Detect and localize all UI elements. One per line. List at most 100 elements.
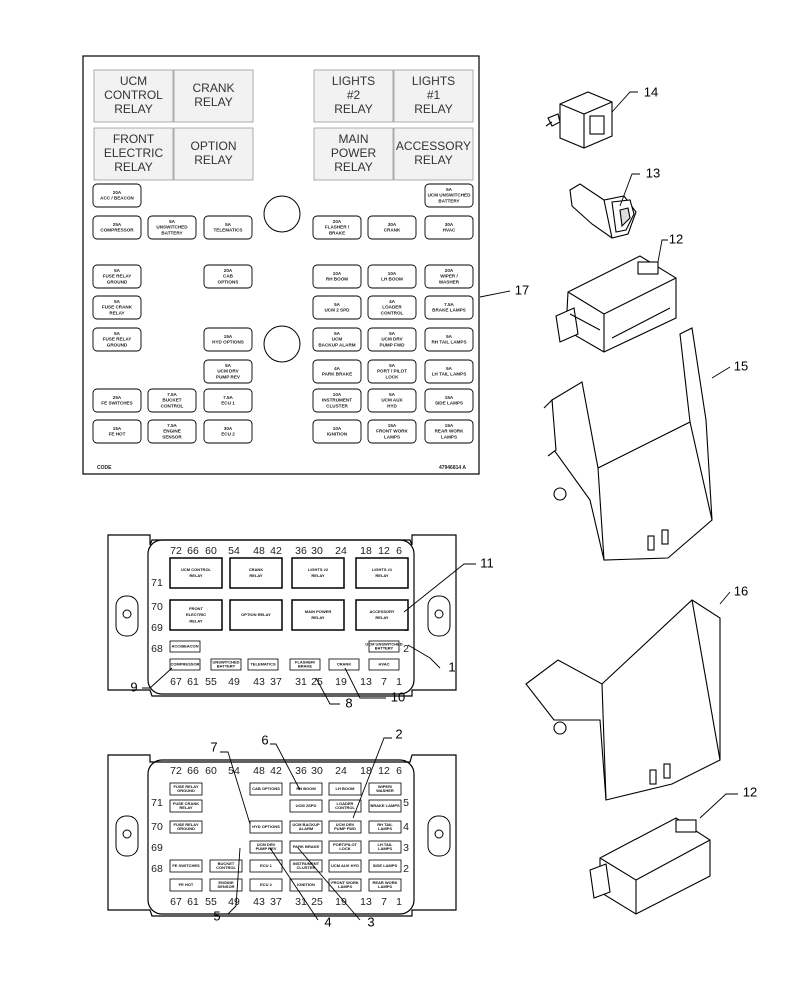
callout-number: 4 bbox=[324, 914, 331, 929]
pin-number-bottom: 67 bbox=[170, 896, 182, 908]
pin-number-top: 18 bbox=[360, 765, 372, 777]
panel-fuse-slot bbox=[203, 359, 253, 384]
panel-fuse-label: 7.5A bbox=[223, 395, 233, 400]
panel-fuse-slot bbox=[424, 183, 474, 208]
fuse-slot-label: LH BOOM bbox=[336, 786, 356, 791]
panel-fuse-label: CRANK bbox=[384, 228, 401, 233]
panel-fuse-label: 15A bbox=[445, 423, 454, 428]
panel-fuse-label: PORT / PILOT bbox=[377, 369, 407, 374]
relay-slot bbox=[291, 557, 345, 589]
panel-relay-label: LIGHTS bbox=[332, 74, 375, 88]
relay-slot bbox=[169, 557, 223, 589]
fuse-slot bbox=[249, 820, 283, 834]
panel-fuse-label: ACC / BEACON bbox=[100, 196, 134, 201]
pin-number-bottom: 1 bbox=[396, 896, 402, 908]
panel-fuse-label: BUCKET bbox=[162, 398, 181, 403]
panel-fuse-slot bbox=[424, 295, 474, 320]
panel-fuse-slot bbox=[367, 295, 417, 320]
pin-number-top: 18 bbox=[360, 545, 372, 557]
pin-number-bottom: 37 bbox=[270, 896, 282, 908]
panel-relay-box bbox=[93, 69, 174, 123]
fuse-slot bbox=[210, 658, 242, 671]
panel-fuse-label: CAB bbox=[223, 274, 234, 279]
panel-fuse-label: CONTROL bbox=[161, 403, 184, 408]
fuse-slot-label: GROUND bbox=[177, 826, 195, 831]
fuse-slot bbox=[368, 859, 402, 873]
relay-slot bbox=[229, 557, 283, 589]
fuse-slot bbox=[368, 820, 402, 834]
callout-leader-line bbox=[699, 793, 738, 819]
panel-fuse-label: 15A bbox=[388, 423, 397, 428]
relay-slot-label: CRANK bbox=[249, 567, 264, 572]
panel-fuse-label: 5A bbox=[225, 363, 232, 368]
pin-number-bottom: 37 bbox=[270, 676, 282, 688]
relay-slot-label: ELECTRIC bbox=[186, 612, 206, 617]
fuse-slot-label: LAMPS bbox=[378, 826, 392, 831]
pin-number-left: 71 bbox=[151, 577, 163, 589]
panel-fuse-slot bbox=[312, 419, 362, 444]
panel-fuse-slot bbox=[92, 264, 142, 289]
relay-slot-label: UCM CONTROL bbox=[181, 567, 212, 572]
panel-fuse-slot bbox=[424, 327, 474, 352]
fuse-slot-label: SENSOR bbox=[218, 884, 235, 889]
fuse-slot-label: FRONT WORK bbox=[331, 880, 359, 885]
panel-fuse-slot bbox=[203, 215, 253, 240]
pin-number-top: 72 bbox=[170, 545, 182, 557]
callout-number: 3 bbox=[367, 914, 374, 929]
panel-fuse-label: RH BOOM bbox=[326, 277, 348, 282]
pin-number-left: 68 bbox=[151, 643, 163, 655]
panel-fuse-label: UCM AUX bbox=[381, 398, 403, 403]
fuse-slot-label: GROUND bbox=[177, 788, 195, 793]
fuse-slot bbox=[368, 840, 402, 854]
panel-fuse-label: LH BOOM bbox=[381, 277, 403, 282]
panel-fuse-label: 5A bbox=[446, 366, 453, 371]
panel-fuse-slot bbox=[424, 359, 474, 384]
panel-fuse-label: ENGINE bbox=[163, 429, 181, 434]
panel-relay-box bbox=[173, 127, 254, 181]
panel-fuse-label: SIDE LAMPS bbox=[435, 401, 463, 406]
fuse-slot-label: PARK BRAKE bbox=[293, 844, 320, 849]
pin-number-left: 69 bbox=[151, 622, 163, 634]
panel-fuse-slot bbox=[92, 327, 142, 352]
relay-slot-label: LIGHTS #2 bbox=[308, 567, 329, 572]
fuse-slot bbox=[289, 840, 323, 854]
fuse-slot-label: LH TAIL bbox=[377, 842, 393, 847]
panel-fuse-label: LAMPS bbox=[384, 434, 400, 439]
panel-relay-box bbox=[393, 69, 474, 123]
panel-fuse-label: LOCK bbox=[385, 374, 399, 379]
fuse-slot bbox=[289, 799, 323, 813]
callout-leader-line bbox=[142, 667, 173, 689]
panel-relay-label: RELAY bbox=[114, 102, 152, 116]
pin-number-bottom: 1 bbox=[396, 676, 402, 688]
pin-number-right: 3 bbox=[403, 842, 409, 854]
pin-number-top: 60 bbox=[205, 545, 217, 557]
fuse-slot-label: ECU 1 bbox=[260, 863, 273, 868]
panel-fuse-label: BATTERY bbox=[161, 230, 182, 235]
pin-number-top: 12 bbox=[378, 765, 390, 777]
panel-relay-label: RELAY bbox=[194, 95, 232, 109]
pin-number-bottom: 61 bbox=[187, 676, 199, 688]
pin-number-bottom: 25 bbox=[311, 676, 323, 688]
panel-fuse-slot bbox=[92, 295, 142, 320]
callout-number: 12 bbox=[669, 231, 683, 246]
pin-number-bottom: 7 bbox=[381, 896, 387, 908]
panel-part-number: 47946814 A bbox=[439, 465, 466, 471]
fuse-slot-label: LAMPS bbox=[378, 846, 392, 851]
fuse-box-cover-part-lower bbox=[589, 817, 711, 915]
panel-fuse-slot bbox=[367, 419, 417, 444]
panel-fuse-label: 15A bbox=[224, 334, 233, 339]
pin-number-bottom: 13 bbox=[360, 896, 372, 908]
callout-number: 6 bbox=[261, 732, 268, 747]
panel-fuse-label: CLUSTER bbox=[326, 403, 348, 408]
panel-fuse-label: 7.5A bbox=[167, 392, 177, 397]
panel-relay-box bbox=[313, 127, 394, 181]
fuse-slot-label: UCM UNSWITCHED bbox=[365, 641, 402, 646]
fuse-slot-label: FLASHER/ bbox=[295, 659, 316, 664]
fuse-slot bbox=[169, 878, 203, 892]
fuse-slot bbox=[328, 878, 362, 892]
pin-number-top: 72 bbox=[170, 765, 182, 777]
fuse-slot-label: ACC/BEACON bbox=[171, 644, 198, 649]
panel-fuse-label: 20A bbox=[445, 268, 454, 273]
pin-number-top: 6 bbox=[396, 545, 402, 557]
pin-number-left: 70 bbox=[151, 821, 163, 833]
